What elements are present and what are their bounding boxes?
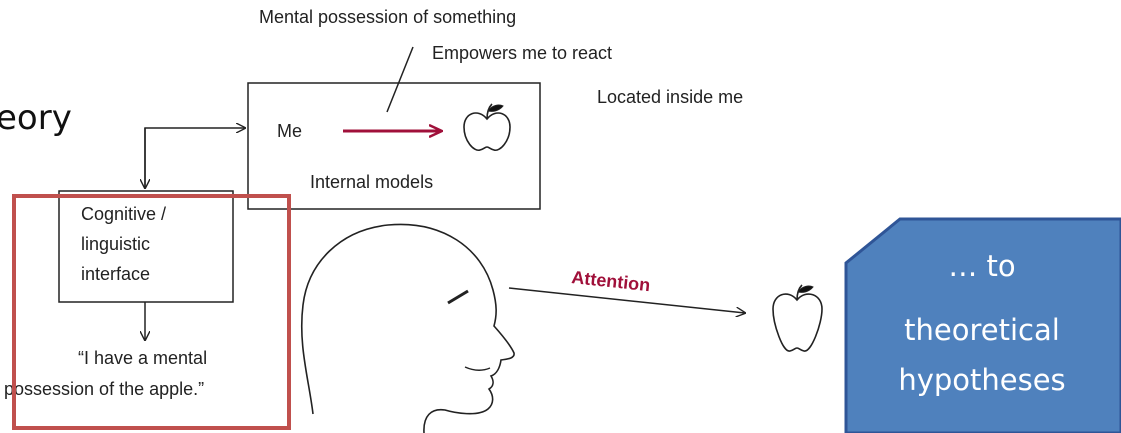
eye-mark: [447, 289, 469, 305]
top-caption: Mental possession of something: [259, 7, 516, 27]
highlight-frame: [12, 194, 291, 430]
callout-line-1: … to: [948, 249, 1015, 283]
apple-icon: [463, 103, 511, 151]
callout-line-3: hypotheses: [898, 363, 1065, 397]
internal-models-label: Internal models: [310, 172, 433, 192]
me-label: Me: [277, 121, 302, 141]
interface-line-3: interface: [81, 264, 150, 284]
empowers-caption: Empowers me to react: [432, 43, 612, 63]
interface-line-1: Cognitive /: [81, 204, 166, 224]
quote-line-1: “I have a mental: [78, 348, 207, 368]
internal-models-box: [247, 82, 541, 210]
head-profile: [300, 223, 515, 433]
feedback-loop-arrow: [144, 128, 245, 188]
callout-box: [844, 217, 1121, 433]
mouth-mark: [464, 366, 491, 371]
located-caption: Located inside me: [597, 87, 743, 107]
interface-box: [58, 190, 234, 303]
attention-label: Attention: [571, 267, 652, 295]
slide-title: eory: [0, 98, 72, 138]
apple-icon-external: [772, 284, 823, 352]
quote-line-2: possession of the apple.”: [4, 379, 204, 399]
interface-line-2: linguistic: [81, 234, 150, 254]
callout-line-2: theoretical: [904, 313, 1060, 347]
pointer-line: [386, 46, 414, 113]
attention-arrow: [508, 287, 745, 313]
